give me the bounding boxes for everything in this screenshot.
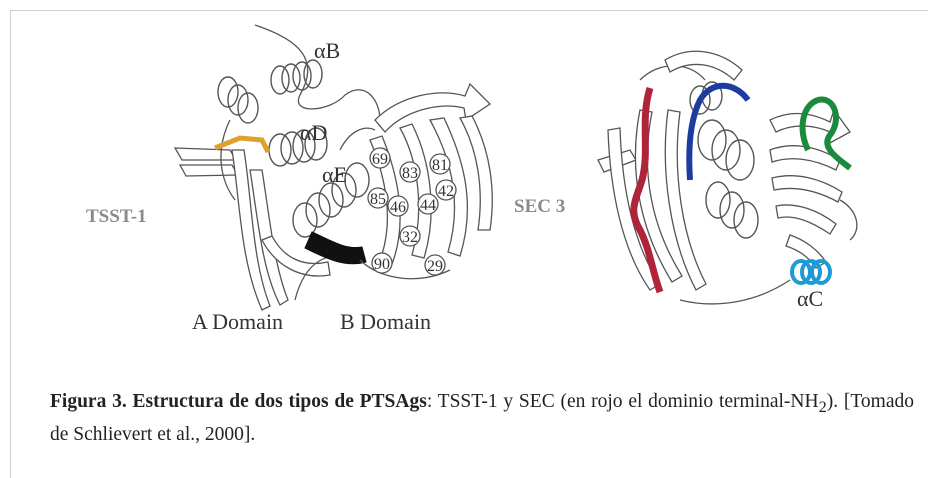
residue-label: 42 bbox=[438, 183, 454, 200]
helix-label-alphaD: αD bbox=[300, 120, 327, 145]
residue-label: 46 bbox=[390, 199, 406, 216]
helix-alphaB bbox=[271, 60, 322, 94]
black-loop bbox=[305, 232, 366, 264]
residue-label: 85 bbox=[370, 191, 386, 208]
helix-label-alphaC: αC bbox=[797, 286, 823, 311]
caption-subscript: 2 bbox=[819, 398, 827, 416]
sec3-label: SEC 3 bbox=[514, 196, 565, 218]
domain-label-a: A Domain bbox=[192, 309, 283, 334]
helix-alphaC bbox=[792, 261, 830, 283]
residue-label: 44 bbox=[420, 197, 436, 214]
caption-text-1: : TSST-1 y SEC (en rojo el dominio termi… bbox=[427, 391, 819, 412]
residue-label: 90 bbox=[374, 256, 390, 273]
residue-label: 81 bbox=[432, 157, 448, 174]
residue-label: 32 bbox=[402, 229, 418, 246]
residue-label: 69 bbox=[372, 151, 388, 168]
residue-label: 29 bbox=[427, 258, 443, 275]
helix-label-alphaB: αB bbox=[314, 38, 340, 63]
caption-title: Figura 3. Estructura de dos tipos de PTS… bbox=[50, 391, 427, 412]
figure-image: .rib { fill: #ffffff; stroke: #555555; s… bbox=[0, 0, 930, 360]
tsst1-label: TSST-1 bbox=[86, 206, 147, 228]
residue-label: 83 bbox=[402, 165, 418, 182]
domain-label-b: B Domain bbox=[340, 309, 431, 334]
protein-structures-illustration: .rib { fill: #ffffff; stroke: #555555; s… bbox=[0, 0, 930, 360]
tsst1-structure: 69 83 81 42 85 46 44 32 90 29 αB αD αE A… bbox=[175, 25, 492, 334]
figure-caption: Figura 3. Estructura de dos tipos de PTS… bbox=[50, 388, 914, 449]
sec3-structure: αC bbox=[598, 51, 857, 311]
helix-label-alphaE: αE bbox=[322, 162, 347, 187]
